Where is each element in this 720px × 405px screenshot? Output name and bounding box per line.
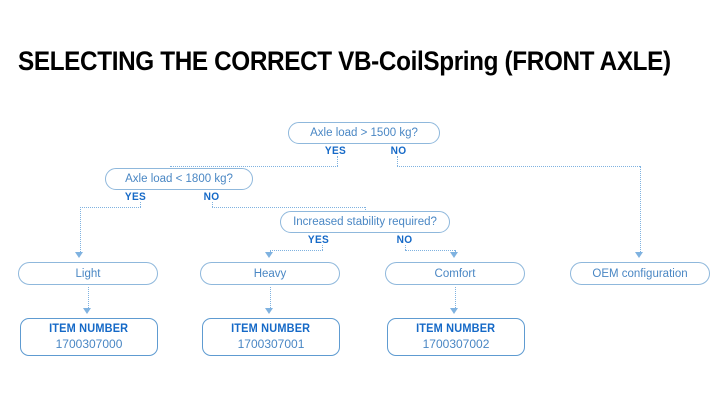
item-number-box-heavy[interactable]: ITEM NUMBER 1700307001 (202, 318, 340, 356)
connector-d1-yes-stem (337, 156, 338, 166)
decision-1-text: Axle load > 1500 kg? (310, 127, 418, 139)
result-node-comfort[interactable]: Comfort (385, 262, 525, 285)
connector-d2-yes-drop (80, 207, 81, 254)
connector-arrow-light-item (83, 308, 91, 314)
result-node-light[interactable]: Light (18, 262, 158, 285)
item-number-value: 1700307001 (237, 337, 305, 351)
connector-d3-no-horizontal (405, 250, 455, 251)
connector-d3-no-stem (405, 245, 406, 250)
item-number-caption: ITEM NUMBER (231, 323, 311, 335)
decision-1-yes-label: YES (324, 145, 347, 157)
decision-2-yes-label: YES (124, 191, 147, 203)
connector-d3-yes-horizontal (270, 250, 323, 251)
item-number-box-light[interactable]: ITEM NUMBER 1700307000 (20, 318, 158, 356)
connector-d1-no-drop (640, 166, 641, 254)
connector-arrow-to-comfort (450, 252, 458, 258)
connector-heavy-to-item (270, 287, 271, 310)
item-number-box-comfort[interactable]: ITEM NUMBER 1700307002 (387, 318, 525, 356)
connector-d1-no-stem (397, 156, 398, 166)
connector-comfort-to-item (455, 287, 456, 310)
decision-3-text: Increased stability required? (293, 216, 437, 228)
connector-arrow-to-oem (635, 252, 643, 258)
decision-node-increased-stability[interactable]: Increased stability required? (280, 211, 450, 233)
result-node-heavy[interactable]: Heavy (200, 262, 340, 285)
connector-d1-no-horizontal (397, 166, 640, 167)
decision-1-no-label: NO (390, 145, 407, 157)
item-number-caption: ITEM NUMBER (49, 323, 129, 335)
connector-arrow-heavy-item (265, 308, 273, 314)
decision-3-yes-label: YES (307, 234, 330, 246)
result-node-oem-configuration[interactable]: OEM configuration (570, 262, 710, 285)
connector-d2-no-horizontal (212, 207, 365, 208)
result-oem-label: OEM configuration (592, 267, 688, 280)
result-heavy-label: Heavy (253, 267, 287, 280)
decision-3-no-label: NO (396, 234, 413, 246)
decision-2-text: Axle load < 1800 kg? (125, 173, 233, 185)
connector-d2-yes-stem (140, 202, 141, 207)
item-number-value: 1700307002 (422, 337, 490, 351)
connector-arrow-comfort-item (450, 308, 458, 314)
page-title: SELECTING THE CORRECT VB-CoilSpring (FRO… (18, 46, 671, 76)
item-number-value: 1700307000 (55, 337, 123, 351)
connector-d3-yes-stem (322, 245, 323, 250)
result-light-label: Light (75, 267, 101, 280)
connector-arrow-to-light (75, 252, 83, 258)
decision-node-axle-load-1800[interactable]: Axle load < 1800 kg? (105, 168, 253, 190)
decision-2-no-label: NO (203, 191, 220, 203)
connector-arrow-to-heavy (265, 252, 273, 258)
connector-d2-no-stem (212, 202, 213, 207)
decision-node-axle-load-1500[interactable]: Axle load > 1500 kg? (288, 122, 440, 144)
item-number-caption: ITEM NUMBER (416, 323, 496, 335)
connector-d2-no-drop (365, 207, 366, 212)
result-comfort-label: Comfort (434, 267, 476, 280)
connector-d2-yes-horizontal (80, 207, 141, 208)
connector-d1-yes-horizontal (170, 166, 338, 167)
connector-light-to-item (88, 287, 89, 310)
